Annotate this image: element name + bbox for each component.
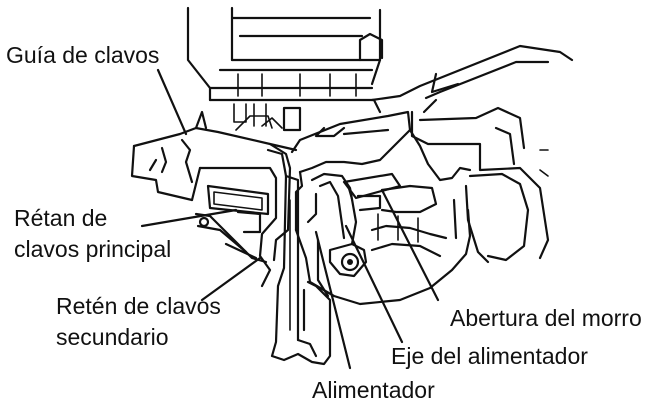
leader-eje <box>344 224 404 344</box>
leader-abertura <box>380 188 440 302</box>
label-alimentador: Alimentador <box>312 377 435 403</box>
guide-rail <box>266 148 332 366</box>
nose-region <box>290 110 472 306</box>
leader-lines <box>140 68 440 370</box>
label-retan-line1: Rétan de <box>14 205 108 231</box>
label-eje-del-alimentador: Eje del alimentador <box>391 343 588 369</box>
label-abertura-del-morro: Abertura del morro <box>450 305 642 331</box>
label-retan-line2: clavos principal <box>14 236 172 262</box>
leader-reten-secundario <box>200 256 262 302</box>
label-reten-secundario-line1: Retén de clavos <box>56 293 221 319</box>
grip-body <box>370 44 574 264</box>
top-housing <box>186 6 384 132</box>
leader-retan <box>140 208 238 228</box>
label-reten-secundario-line2: secundario <box>56 324 169 350</box>
leader-guia <box>156 68 188 136</box>
label-guia-de-clavos: Guía de clavos <box>6 42 160 68</box>
leader-alimentador <box>314 230 352 370</box>
